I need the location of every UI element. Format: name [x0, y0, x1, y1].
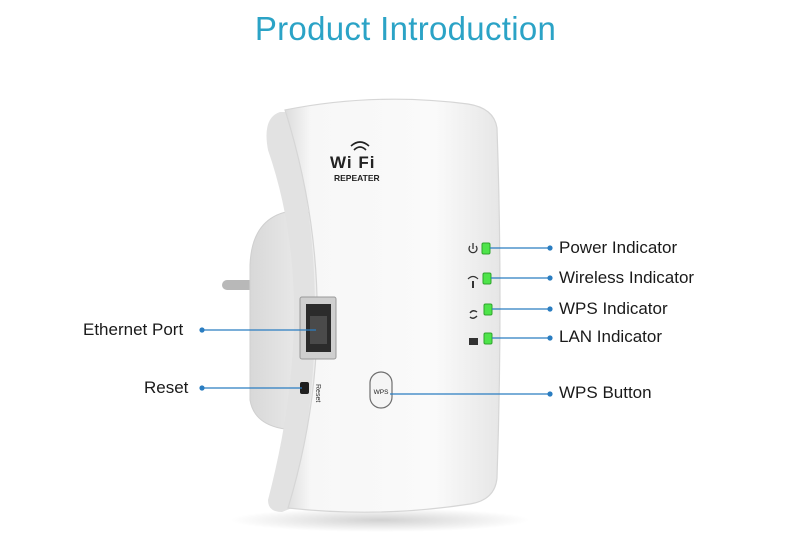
device-side	[266, 112, 316, 512]
power-indicator-label: Power Indicator	[559, 238, 678, 257]
power-led	[481, 242, 491, 255]
svg-text:WPS: WPS	[374, 389, 389, 396]
wps-button-label: WPS Button	[559, 383, 652, 402]
wireless-status-icon	[467, 275, 479, 288]
wireless-led	[482, 272, 492, 285]
lan-status-icon	[469, 338, 478, 345]
reset-text: Reset	[314, 384, 321, 402]
svg-text:REPEATER: REPEATER	[334, 173, 380, 183]
reset-label: Reset	[144, 378, 189, 397]
power-status-icon	[468, 243, 478, 254]
lan-led	[483, 332, 493, 345]
callout-lines	[199, 245, 553, 397]
device-shadow	[230, 508, 530, 532]
wifi-logo: Wi Fi REPEATER	[330, 141, 380, 183]
wps-button[interactable]: WPS	[369, 371, 393, 409]
wps-led	[483, 303, 493, 316]
wireless-indicator-label: Wireless Indicator	[559, 268, 695, 287]
reset-hole	[300, 382, 309, 394]
wps-status-icon	[469, 310, 478, 319]
page-title: Product Introduction	[254, 10, 557, 47]
wps-indicator-label: WPS Indicator	[559, 299, 668, 318]
svg-text:Wi Fi: Wi Fi	[330, 153, 375, 172]
ethernet-port-label: Ethernet Port	[83, 320, 184, 339]
device-front	[284, 98, 501, 513]
ethernet-port	[299, 296, 337, 360]
lan-indicator-label: LAN Indicator	[559, 327, 662, 346]
